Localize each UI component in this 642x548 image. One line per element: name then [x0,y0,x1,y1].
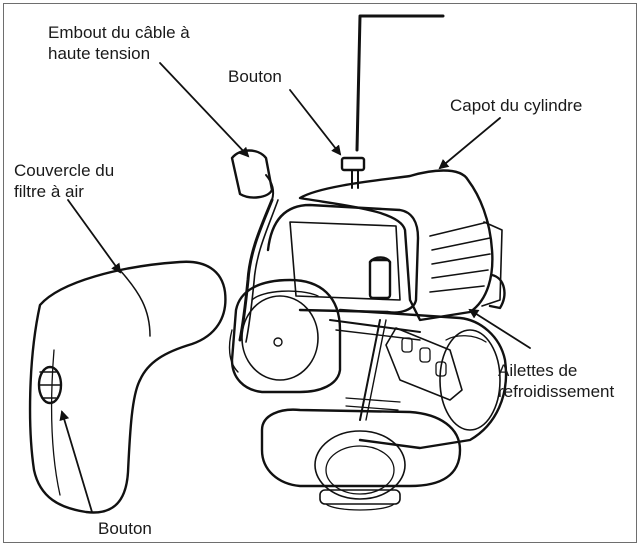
label-bottom-knob: Bouton [98,519,152,538]
air-filter-cover [28,260,227,514]
leader-hv-cable-cap [159,62,250,158]
engine-body [228,169,508,511]
hex-key-tool [355,14,445,152]
leader-top-knob [289,89,342,156]
leader-cooling-fins [468,308,531,349]
label-cooling-fins: Ailettes de refroidissement [498,361,615,401]
leader-cylinder-cover [438,117,501,170]
leader-air-filter-cover [67,199,122,274]
leader-bottom-knob [59,410,93,513]
knob-on-filter [37,365,63,405]
hv-cable-cap [230,149,279,343]
label-air-filter-cover: Couvercle du filtre à air [14,161,115,201]
label-hv-cable-cap: Embout du câble à haute tension [48,23,190,63]
leader-lines [59,62,531,513]
label-top-knob: Bouton [228,67,282,86]
label-cylinder-cover: Capot du cylindre [450,96,583,115]
